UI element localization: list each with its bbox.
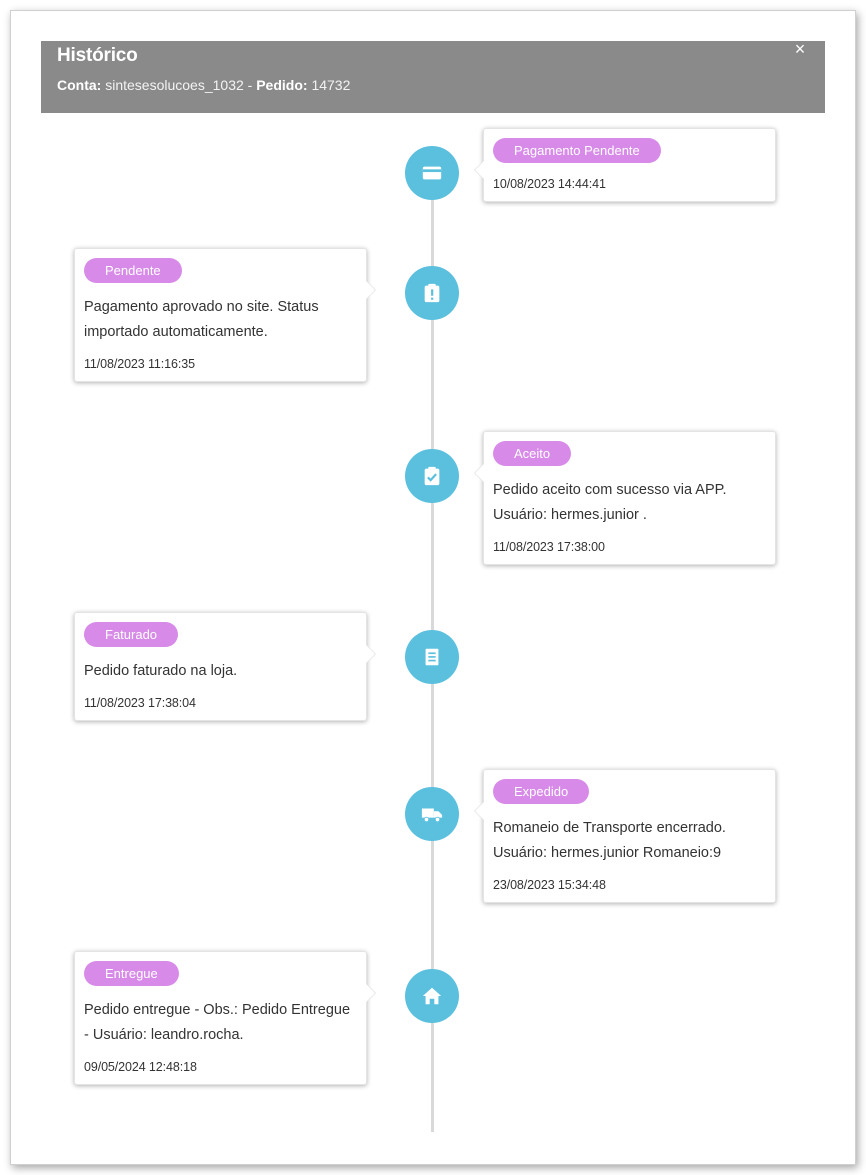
conta-value: sintesesolucoes_1032: [105, 77, 244, 93]
event-datetime: 11/08/2023 11:16:35: [84, 357, 195, 371]
timeline-card: Pendente Pagamento aprovado no site. Sta…: [74, 248, 376, 382]
pedido-value: 14732: [311, 77, 351, 93]
status-badge: Entregue: [84, 961, 179, 986]
clipboard-alert-icon: [405, 266, 459, 320]
modal-title: Histórico: [57, 45, 138, 66]
invoice-icon: [405, 630, 459, 684]
credit-card-icon: [405, 146, 459, 200]
conta-label: Conta:: [57, 77, 102, 93]
pedido-label: Pedido:: [256, 77, 308, 93]
timeline-card: Entregue Pedido entregue - Obs.: Pedido …: [74, 951, 376, 1085]
timeline-card: Faturado Pedido faturado na loja. 11/08/…: [74, 612, 376, 721]
event-datetime: 11/08/2023 17:38:04: [84, 696, 196, 710]
info-separator: -: [247, 77, 253, 93]
event-datetime: 10/08/2023 14:44:41: [493, 177, 606, 191]
clipboard-check-icon: [405, 449, 459, 503]
order-info: Conta: sintesesolucoes_1032 - Pedido: 14…: [57, 77, 350, 93]
truck-icon: [405, 787, 459, 841]
close-icon[interactable]: ×: [794, 39, 806, 59]
event-description: Pedido entregue - Obs.: Pedido Entregue …: [84, 1002, 351, 1043]
home-icon: [405, 969, 459, 1023]
status-badge: Aceito: [493, 441, 572, 466]
event-description: Pedido faturado na loja.: [84, 663, 238, 679]
event-description: Pagamento aprovado no site. Status impor…: [84, 299, 319, 340]
timeline-card: Aceito Pedido aceito com sucesso via APP…: [474, 431, 776, 565]
event-description: Pedido aceito com sucesso via APP. Usuár…: [493, 482, 727, 523]
status-badge: Pendente: [84, 258, 182, 283]
modal-header: Histórico Conta: sintesesolucoes_1032 - …: [41, 39, 825, 113]
event-datetime: 09/05/2024 12:48:18: [84, 1060, 197, 1074]
event-datetime: 23/08/2023 15:34:48: [493, 878, 606, 892]
event-datetime: 11/08/2023 17:38:00: [493, 540, 605, 554]
timeline-card: Pagamento Pendente 10/08/2023 14:44:41: [474, 128, 776, 202]
status-badge: Faturado: [84, 622, 179, 647]
status-badge: Expedido: [493, 779, 590, 804]
status-badge: Pagamento Pendente: [493, 138, 661, 163]
event-description: Romaneio de Transporte encerrado. Usuári…: [493, 820, 726, 861]
timeline-card: Expedido Romaneio de Transporte encerrad…: [474, 769, 776, 903]
